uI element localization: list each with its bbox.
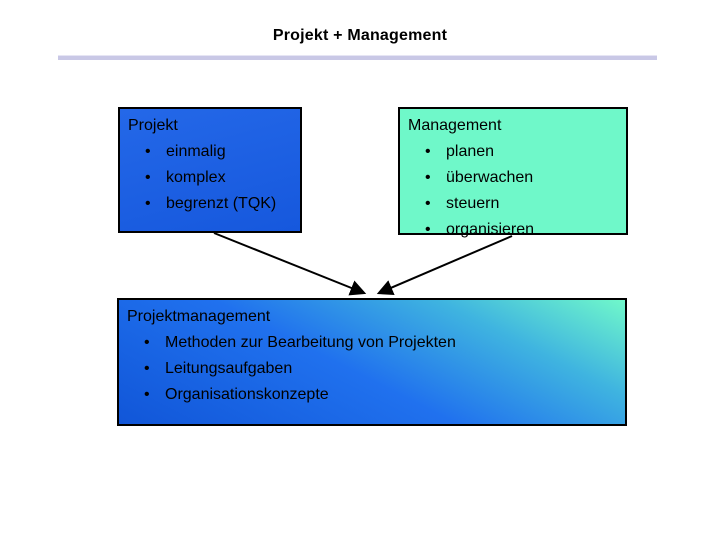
arrow-projekt-to-projektmanagement [213,232,367,296]
projekt-box-title: Projekt [128,117,178,134]
list-item: komplex [120,165,300,191]
list-item: überwachen [400,165,626,191]
list-item: planen [400,139,626,165]
projektmanagement-box: Projektmanagement Methoden zur Bearbeitu… [117,298,627,426]
list-item: organisieren [400,217,626,243]
list-item: steuern [400,191,626,217]
management-box: Management planen überwachen steuern org… [398,107,628,243]
projekt-box: Projekt einmalig komplex begrenzt (TQK) [118,107,302,233]
list-item: Organisationskonzepte [119,382,625,408]
projektmanagement-box-list: Methoden zur Bearbeitung von Projekten L… [119,330,625,408]
page-title: Projekt + Management [272,27,448,44]
list-item: Leitungsaufgaben [119,356,625,382]
arrow-management-to-projektmanagement [376,235,513,295]
projektmanagement-box-title: Projektmanagement [127,308,271,325]
list-item: einmalig [120,139,300,165]
management-box-title: Management [408,117,502,134]
management-box-list: planen überwachen steuern organisieren [400,139,626,243]
title-underline [58,55,657,60]
list-item: Methoden zur Bearbeitung von Projekten [119,330,625,356]
projekt-box-list: einmalig komplex begrenzt (TQK) [120,139,300,217]
list-item: begrenzt (TQK) [120,191,300,217]
